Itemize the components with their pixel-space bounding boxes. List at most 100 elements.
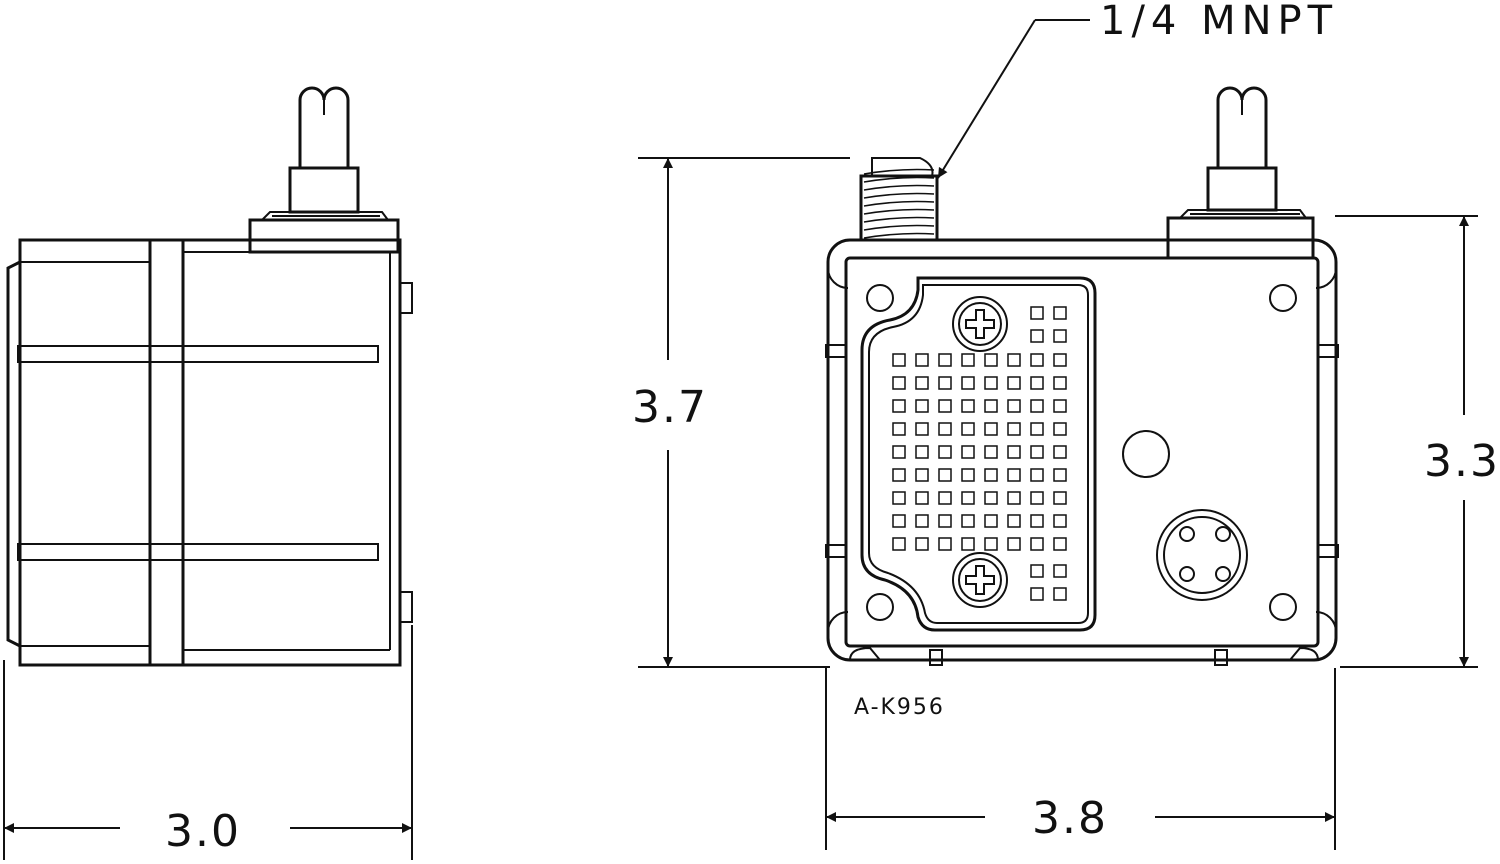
pin-socket [961, 514, 975, 528]
pin-socket [961, 353, 975, 367]
pin-socket [1030, 537, 1044, 551]
pin-socket [1053, 468, 1067, 482]
side-width-label: 3.0 [165, 806, 241, 857]
pin-socket [892, 422, 906, 436]
pin-socket [938, 353, 952, 367]
pin-socket [915, 514, 929, 528]
pin-socket [1053, 587, 1067, 601]
multipin-connector [860, 276, 1097, 632]
pin-socket [1007, 399, 1021, 413]
mount-hole-bottom-left [866, 593, 894, 621]
side-left-cap [6, 260, 21, 648]
side-pipe-end [298, 86, 350, 101]
pin-socket [1030, 445, 1044, 459]
pin-socket [961, 376, 975, 390]
pin-socket [1030, 564, 1044, 578]
pin-socket [1030, 376, 1044, 390]
front-width-dimension: 3.8 [825, 668, 1336, 850]
pin-socket [984, 376, 998, 390]
front-body-height-label: 3.3 [1424, 436, 1500, 487]
connector-screw-bottom [952, 552, 1008, 608]
mount-hole-top-left [866, 284, 894, 312]
pin-socket [1053, 399, 1067, 413]
pin-socket [915, 353, 929, 367]
mount-hole-bottom-right [1269, 593, 1297, 621]
pin-socket [892, 353, 906, 367]
pin-socket [938, 399, 952, 413]
pin-socket [1030, 422, 1044, 436]
pin-socket [892, 514, 906, 528]
pin-socket [1007, 468, 1021, 482]
pin-socket [892, 376, 906, 390]
pin-socket [1030, 399, 1044, 413]
pin-socket [915, 491, 929, 505]
pin-socket [984, 445, 998, 459]
pin-socket [938, 376, 952, 390]
pin-socket [1030, 491, 1044, 505]
front-width-label: 3.8 [1032, 793, 1108, 844]
side-rail-bottom [17, 543, 379, 561]
mount-hole-top-right [1269, 284, 1297, 312]
pin-socket [1030, 514, 1044, 528]
m12-connector [1156, 509, 1248, 601]
pin-socket [1053, 537, 1067, 551]
front-body-height-dimension: 3.3 [1335, 215, 1500, 668]
pin-socket [892, 537, 906, 551]
front-height-label: 3.7 [632, 382, 708, 433]
pin-socket [1030, 306, 1044, 320]
pin-socket [892, 491, 906, 505]
pin-socket [1030, 353, 1044, 367]
side-rail-top [17, 345, 379, 363]
thread-callout: 1/4 MNPT [937, 0, 1332, 179]
pin-socket [961, 491, 975, 505]
pin-socket [1030, 468, 1044, 482]
pin-socket [961, 399, 975, 413]
pin-socket [1053, 376, 1067, 390]
connector-screw-top [952, 296, 1008, 352]
side-strap-band [148, 238, 185, 667]
pin-socket [1053, 514, 1067, 528]
pin-socket [984, 514, 998, 528]
side-body-outline [18, 238, 402, 667]
indicator-port [1122, 430, 1170, 478]
pin-socket [938, 537, 952, 551]
pin-socket [938, 491, 952, 505]
mnpt-fitting [859, 157, 939, 242]
pin-socket [938, 468, 952, 482]
pin-socket [892, 399, 906, 413]
pin-socket [892, 468, 906, 482]
pin-socket [984, 468, 998, 482]
pin-socket [1053, 445, 1067, 459]
front-height-dimension: 3.7 [632, 157, 850, 668]
pin-socket [961, 422, 975, 436]
side-tab-top [399, 282, 413, 314]
pin-socket [961, 445, 975, 459]
pin-socket [1007, 422, 1021, 436]
pin-socket [938, 422, 952, 436]
pin-socket [984, 537, 998, 551]
side-view [6, 86, 413, 667]
pin-socket [938, 514, 952, 528]
pin-socket [1007, 491, 1021, 505]
pin-socket [1030, 329, 1044, 343]
pin-socket [1053, 564, 1067, 578]
pin-socket [961, 468, 975, 482]
front-face-plate [844, 256, 1320, 648]
pin-socket [1030, 587, 1044, 601]
pin-socket [1007, 514, 1021, 528]
pin-socket [915, 445, 929, 459]
pin-socket [1007, 376, 1021, 390]
pin-socket [984, 399, 998, 413]
pin-socket [984, 491, 998, 505]
side-fitting-base [248, 218, 400, 254]
side-width-dimension: 3.0 [3, 625, 413, 860]
pin-socket [915, 422, 929, 436]
pin-socket [915, 468, 929, 482]
pin-socket [1053, 329, 1067, 343]
front-housing-outline [826, 238, 1338, 662]
pin-socket [915, 376, 929, 390]
pin-socket [1007, 445, 1021, 459]
pin-socket [1053, 306, 1067, 320]
side-fitting-nut [288, 166, 360, 214]
